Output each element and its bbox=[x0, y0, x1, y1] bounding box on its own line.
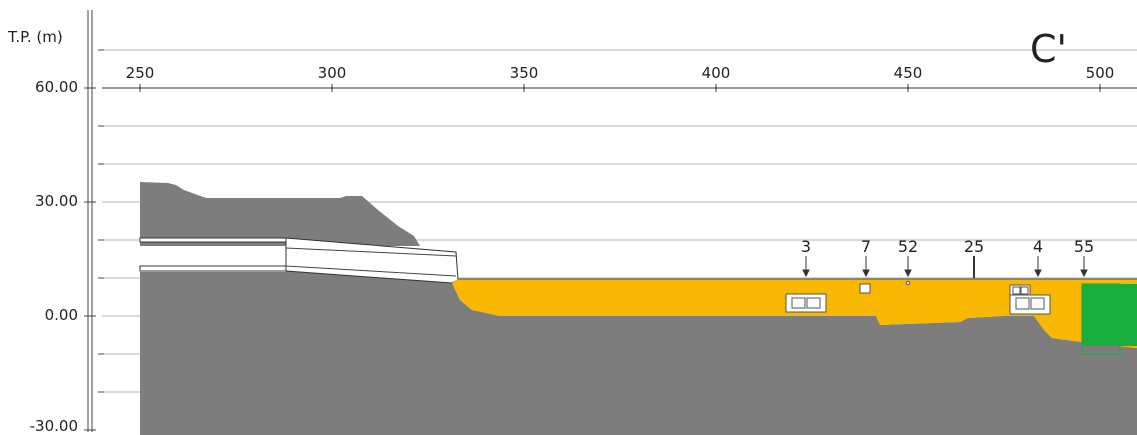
x-axis bbox=[102, 84, 1137, 92]
bedrock-layer-lower bbox=[140, 271, 1137, 435]
green-zone-outline bbox=[1081, 283, 1121, 355]
section-label: C' bbox=[1030, 27, 1067, 71]
marker-label: 55 bbox=[1074, 237, 1094, 256]
y-axis-title: T.P. (m) bbox=[7, 28, 63, 46]
y-tick-label: 0.00 bbox=[45, 306, 78, 324]
marker-label: 4 bbox=[1033, 237, 1043, 256]
marker-label: 52 bbox=[898, 237, 918, 256]
x-tick-label: 500 bbox=[1086, 64, 1115, 82]
y-tick-label: 60.00 bbox=[35, 78, 78, 96]
marker-label: 7 bbox=[861, 237, 871, 256]
marker-label: 25 bbox=[964, 237, 984, 256]
x-tick-label: 350 bbox=[510, 64, 539, 82]
x-tick-label: 450 bbox=[894, 64, 923, 82]
x-tick-label: 400 bbox=[702, 64, 731, 82]
x-tick-label: 300 bbox=[318, 64, 347, 82]
y-tick-label: 30.00 bbox=[35, 192, 78, 210]
green-zone bbox=[1082, 284, 1137, 346]
bedrock-layer bbox=[140, 182, 420, 246]
x-tick-label: 250 bbox=[126, 64, 155, 82]
down-arrow-icon bbox=[802, 256, 1088, 278]
marker-label: 3 bbox=[801, 237, 811, 256]
y-tick-label: -30.00 bbox=[30, 417, 78, 435]
fill-layer bbox=[452, 279, 1137, 348]
y-axis bbox=[84, 10, 104, 432]
box-structure-icon bbox=[785, 280, 1051, 315]
